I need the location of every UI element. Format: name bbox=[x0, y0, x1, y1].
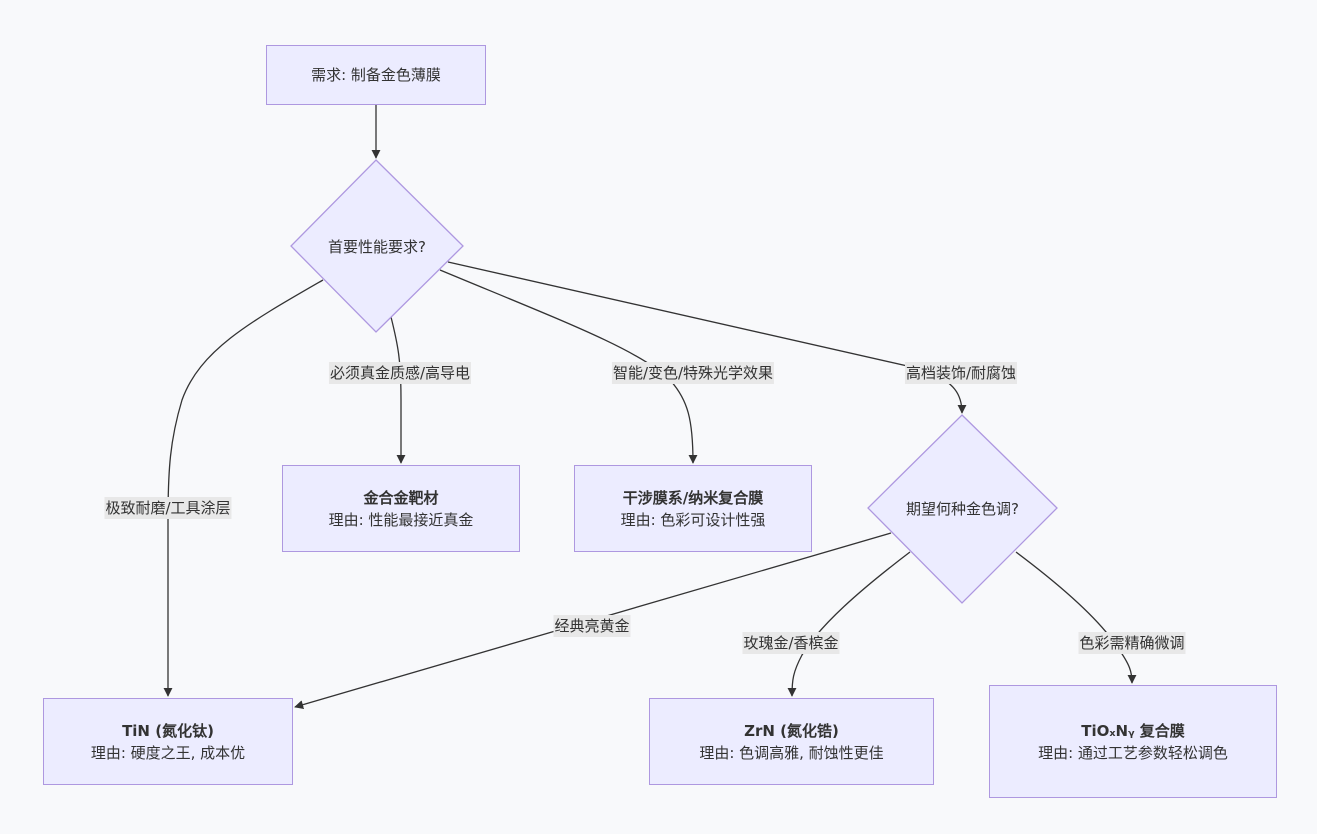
edge-label-real-gold: 必须真金质感/高导电 bbox=[328, 362, 472, 384]
tioxny-title: TiOₓNᵧ 复合膜 bbox=[1081, 721, 1185, 740]
edge-label-fine-tune: 色彩需精确微调 bbox=[1078, 632, 1186, 654]
edge-decision2-to-tioxny bbox=[1015, 551, 1137, 684]
edge-label-decor: 高档装饰/耐腐蚀 bbox=[904, 362, 1018, 384]
start-node-text: 需求: 制备金色薄膜 bbox=[311, 66, 441, 84]
tin-reason: 理由: 硬度之王, 成本优 bbox=[90, 743, 246, 762]
edge-label-wear: 极致耐磨/工具涂层 bbox=[104, 497, 232, 519]
interference-title: 干涉膜系/纳米复合膜 bbox=[622, 488, 764, 507]
start-node[interactable]: 需求: 制备金色薄膜 bbox=[266, 45, 486, 105]
decision2-text: 期望何种金色调? bbox=[906, 499, 1019, 518]
decision1-shape bbox=[290, 159, 464, 333]
edge-label-smart-optical: 智能/变色/特殊光学效果 bbox=[611, 362, 775, 384]
zrn-node[interactable]: ZrN (氮化锆) 理由: 色调高雅, 耐蚀性更佳 bbox=[649, 698, 934, 785]
zrn-title: ZrN (氮化锆) bbox=[744, 721, 839, 740]
tin-title: TiN (氮化钛) bbox=[122, 721, 214, 740]
edge-label-rose-champagne: 玫瑰金/香槟金 bbox=[742, 632, 840, 654]
edge-decision1-to-gold-alloy bbox=[390, 316, 406, 464]
decision2-node[interactable]: 期望何种金色调? bbox=[868, 496, 1057, 520]
gold-alloy-title: 金合金靶材 bbox=[363, 488, 439, 507]
interference-reason: 理由: 色彩可设计性强 bbox=[620, 510, 766, 529]
interference-node[interactable]: 干涉膜系/纳米复合膜 理由: 色彩可设计性强 bbox=[574, 465, 812, 552]
zrn-reason: 理由: 色调高雅, 耐蚀性更佳 bbox=[699, 743, 884, 762]
decision2-shape bbox=[867, 414, 1058, 604]
decision1-text: 首要性能要求? bbox=[328, 237, 426, 256]
edge-label-classic-gold: 经典亮黄金 bbox=[553, 615, 631, 637]
gold-alloy-reason: 理由: 性能最接近真金 bbox=[328, 510, 474, 529]
edge-decision1-to-decision2 bbox=[447, 261, 967, 414]
tioxny-node[interactable]: TiOₓNᵧ 复合膜 理由: 通过工艺参数轻松调色 bbox=[989, 685, 1277, 798]
tin-node[interactable]: TiN (氮化钛) 理由: 硬度之王, 成本优 bbox=[43, 698, 293, 785]
tioxny-reason: 理由: 通过工艺参数轻松调色 bbox=[1038, 743, 1228, 762]
gold-alloy-node[interactable]: 金合金靶材 理由: 性能最接近真金 bbox=[282, 465, 520, 552]
decision1-node[interactable]: 首要性能要求? bbox=[291, 234, 463, 258]
edge-decision1-to-tin bbox=[163, 279, 324, 697]
edge-decision2-to-zrn bbox=[787, 551, 911, 697]
